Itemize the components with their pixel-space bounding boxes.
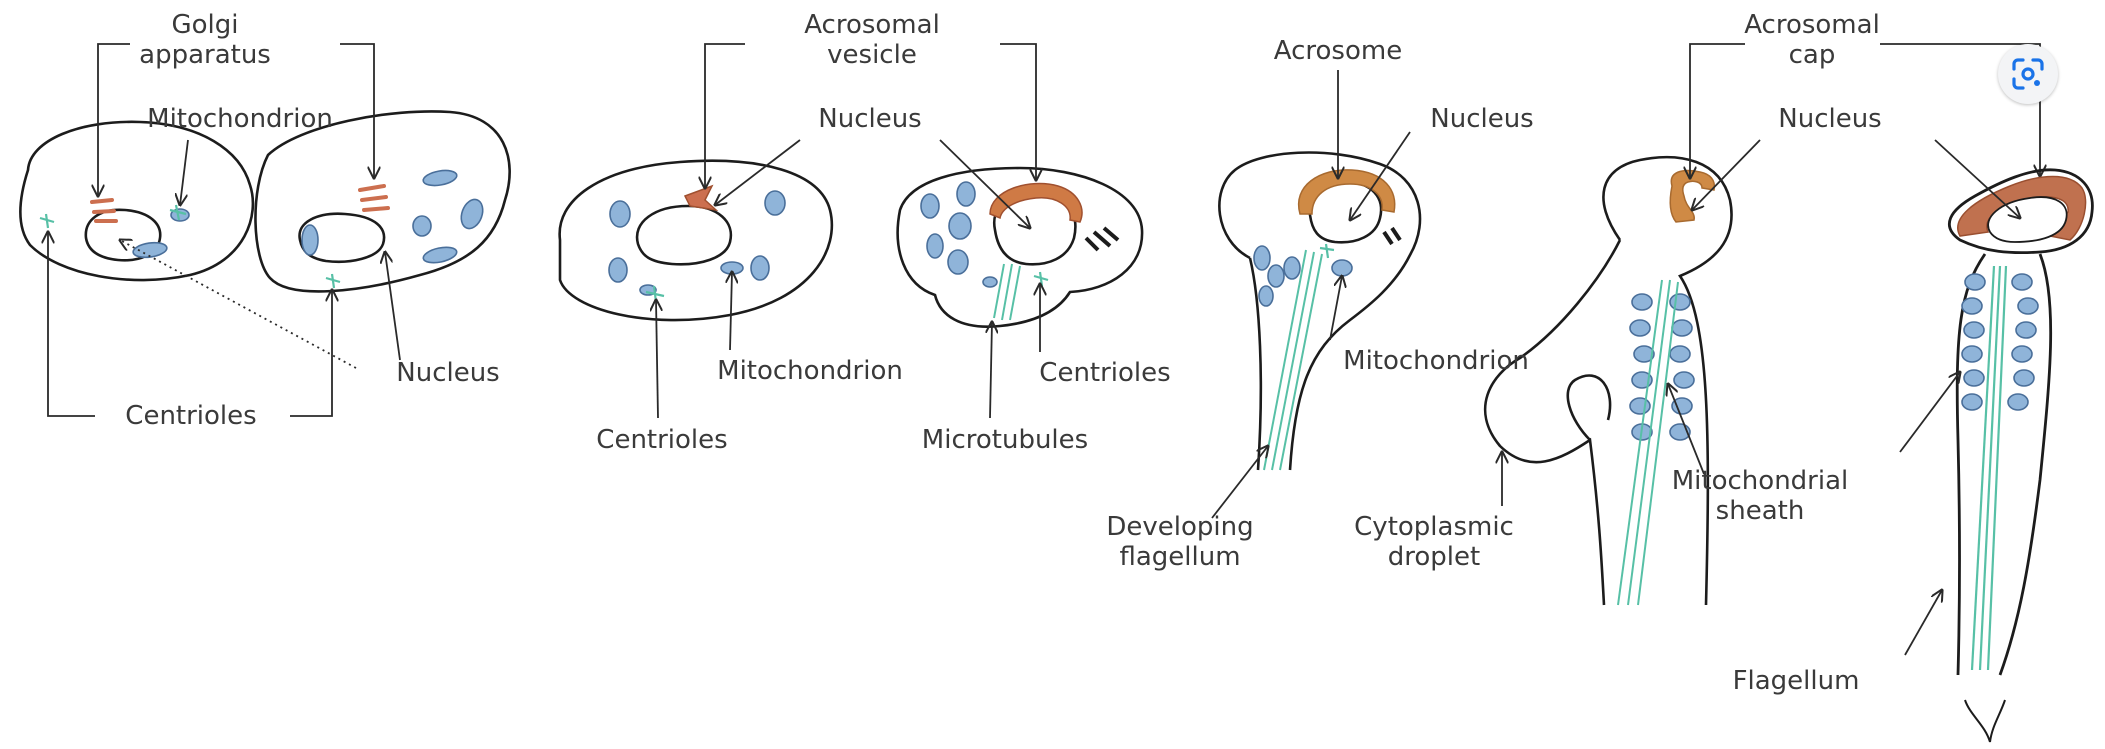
label-nucleus-3: Nucleus xyxy=(1430,104,1533,134)
label-acrosomal-cap-line1: Acrosomal xyxy=(1744,10,1880,40)
acrosomal-cap-4 xyxy=(1670,171,1714,222)
cytoplasmic-droplet-4 xyxy=(1568,376,1610,440)
label-developing-flagellum-line1: Developing xyxy=(1106,512,1253,542)
label-centrioles-2b: Centrioles xyxy=(1039,358,1170,388)
label-mitochondrial-sheath-line2: sheath xyxy=(1672,496,1849,526)
golgi-apparatus-1b xyxy=(360,186,388,210)
mitochondria-2 xyxy=(609,182,997,295)
label-microtubules: Microtubules xyxy=(922,425,1088,455)
dense-granules-2 xyxy=(1086,228,1118,250)
label-mitochondrial-sheath: Mitochondrial sheath xyxy=(1672,466,1849,526)
nucleus-2a xyxy=(637,206,731,264)
cell-outline-2a xyxy=(560,161,832,320)
label-acrosomal-cap-line2: cap xyxy=(1744,40,1880,70)
stage-2-organelles xyxy=(609,182,1118,320)
visual-search-button[interactable] xyxy=(1998,44,2058,104)
label-developing-flagellum-line2: flagellum xyxy=(1106,542,1253,572)
label-cytoplasmic-droplet: Cytoplasmic droplet xyxy=(1354,512,1514,572)
label-mitochondrion-2: Mitochondrion xyxy=(717,356,903,386)
acrosomal-vesicle-2a xyxy=(685,186,716,210)
label-golgi-line2: apparatus xyxy=(139,40,271,70)
label-developing-flagellum: Developing flagellum xyxy=(1106,512,1253,572)
label-acrosome: Acrosome xyxy=(1274,36,1402,66)
label-golgi-apparatus: Golgi apparatus xyxy=(139,10,271,70)
label-mitochondrial-sheath-line1: Mitochondrial xyxy=(1672,466,1849,496)
label-nucleus-4: Nucleus xyxy=(1778,104,1881,134)
dense-granules-3 xyxy=(1384,228,1400,244)
label-golgi-line1: Golgi xyxy=(139,10,271,40)
flagellum-end-5 xyxy=(1965,700,2005,742)
label-mitochondrion-1: Mitochondrion xyxy=(147,104,333,134)
label-centrioles-2a: Centrioles xyxy=(596,425,727,455)
label-flagellum: Flagellum xyxy=(1733,666,1860,696)
label-acrosomal-cap: Acrosomal cap xyxy=(1744,10,1880,70)
stage-1-leaders xyxy=(48,44,400,416)
label-acrosomal-vesicle-line1: Acrosomal xyxy=(804,10,940,40)
mitochondria-1 xyxy=(132,168,486,265)
visual-search-icon xyxy=(2010,56,2046,92)
label-acrosomal-vesicle: Acrosomal vesicle xyxy=(804,10,940,70)
label-nucleus-1: Nucleus xyxy=(396,358,499,388)
label-centrioles-1: Centrioles xyxy=(125,401,256,431)
label-cytoplasmic-droplet-line2: droplet xyxy=(1354,542,1514,572)
label-mitochondrion-3: Mitochondrion xyxy=(1343,346,1529,376)
stage-3-organelles xyxy=(1254,170,1400,470)
label-cytoplasmic-droplet-line1: Cytoplasmic xyxy=(1354,512,1514,542)
stage-1-organelles xyxy=(40,168,487,288)
label-acrosomal-vesicle-line2: vesicle xyxy=(804,40,940,70)
stage-5-cell xyxy=(1949,170,2092,742)
label-nucleus-2: Nucleus xyxy=(818,104,921,134)
microtubules-2 xyxy=(994,264,1020,320)
stage-4-organelles xyxy=(1618,171,1714,605)
